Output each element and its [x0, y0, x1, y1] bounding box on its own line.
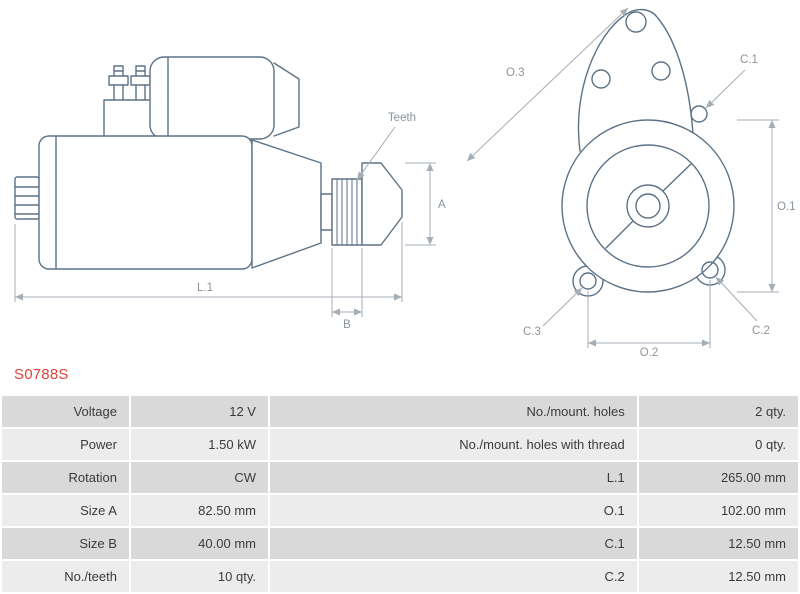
spec-value-right: 0 qty. [638, 429, 798, 460]
spec-label-left: No./teeth [2, 561, 129, 592]
front-view-dimensions [466, 7, 779, 348]
spec-row: Voltage 12 V No./mount. holes 2 qty. [2, 396, 798, 427]
spec-value-left: 1.50 kW [130, 429, 268, 460]
spec-label-right: C.1 [269, 528, 637, 559]
spec-value-left: 40.00 mm [130, 528, 268, 559]
front-view-drawing [561, 8, 735, 297]
front-dim-o2-label: O.2 [640, 347, 659, 358]
spec-value-right: 102.00 mm [638, 495, 798, 526]
spec-value-left: 10 qty. [130, 561, 268, 592]
starter-motor-diagram: L.1 B A Teeth [14, 7, 796, 358]
part-number-row: S0788S [0, 358, 800, 394]
part-number: S0788S [14, 366, 69, 383]
specs-table: Voltage 12 V No./mount. holes 2 qty. Pow… [0, 394, 800, 594]
spec-row: Size B 40.00 mm C.1 12.50 mm [2, 528, 798, 559]
front-dim-c1-label: C.1 [740, 54, 758, 66]
spec-label-right: O.1 [269, 495, 637, 526]
side-teeth-label: Teeth [388, 112, 416, 124]
spec-row: Rotation CW L.1 265.00 mm [2, 462, 798, 493]
spec-row: No./teeth 10 qty. C.2 12.50 mm [2, 561, 798, 592]
spec-row: Power 1.50 kW No./mount. holes with thre… [2, 429, 798, 460]
spec-label-left: Rotation [2, 462, 129, 493]
spec-value-right: 2 qty. [638, 396, 798, 427]
spec-row: Size A 82.50 mm O.1 102.00 mm [2, 495, 798, 526]
spec-value-right: 265.00 mm [638, 462, 798, 493]
side-view-dimensions [14, 126, 436, 317]
side-dim-l1-label: L.1 [197, 282, 213, 294]
side-dim-b-label: B [343, 319, 351, 331]
spec-label-left: Power [2, 429, 129, 460]
side-dim-a-label: A [438, 199, 446, 211]
spec-label-left: Voltage [2, 396, 129, 427]
front-dim-o3-label: O.3 [506, 67, 525, 79]
spec-value-left: 12 V [130, 396, 268, 427]
front-dim-c2-label: C.2 [752, 325, 770, 337]
spec-value-left: 82.50 mm [130, 495, 268, 526]
spec-label-left: Size A [2, 495, 129, 526]
spec-label-right: L.1 [269, 462, 637, 493]
spec-value-right: 12.50 mm [638, 561, 798, 592]
spec-label-right: No./mount. holes [269, 396, 637, 427]
spec-value-right: 12.50 mm [638, 528, 798, 559]
spec-label-left: Size B [2, 528, 129, 559]
front-dim-c3-label: C.3 [523, 326, 541, 338]
spec-label-right: No./mount. holes with thread [269, 429, 637, 460]
front-dim-o1-label: O.1 [777, 201, 796, 213]
side-view-drawing [14, 56, 403, 270]
technical-drawing-area: L.1 B A Teeth [14, 7, 796, 358]
spec-value-left: CW [130, 462, 268, 493]
spec-label-right: C.2 [269, 561, 637, 592]
